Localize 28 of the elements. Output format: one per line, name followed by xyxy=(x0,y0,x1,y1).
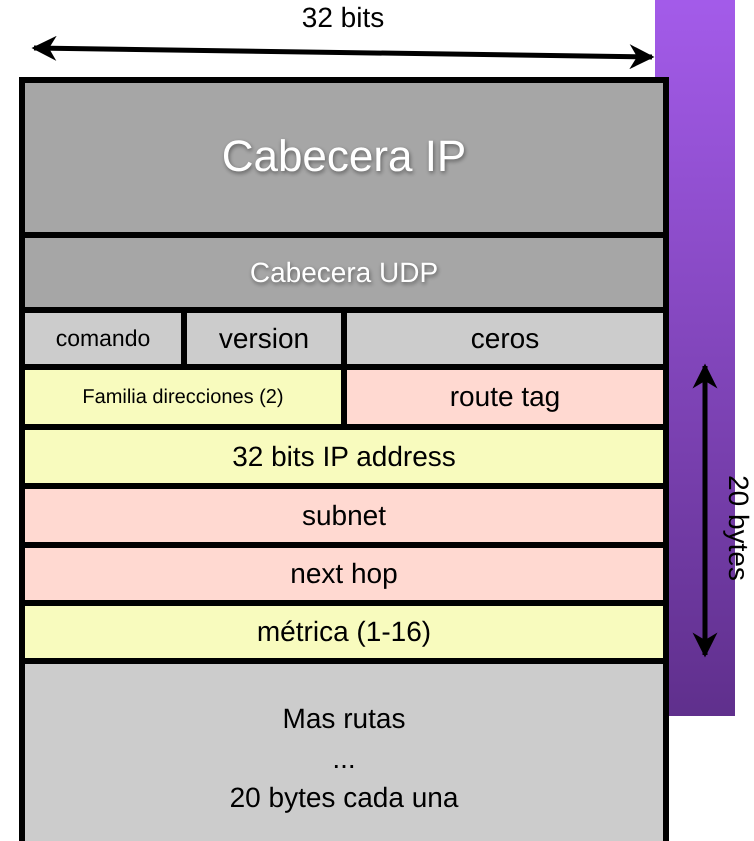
field-label: 32 bits IP address xyxy=(232,440,456,474)
field-label: Cabecera IP xyxy=(222,131,466,184)
dimension-label: 32 bits xyxy=(302,2,384,34)
field-label: métrica (1-16) xyxy=(256,615,432,649)
packet-field xyxy=(347,313,663,364)
packet-field xyxy=(25,548,663,600)
packet-field xyxy=(25,430,663,483)
field-label: Familia direcciones (2) xyxy=(82,385,284,409)
packet-field xyxy=(25,606,663,658)
field-label: 20 bytes cada una xyxy=(230,781,458,815)
packet-field xyxy=(347,370,663,424)
header-field xyxy=(25,83,663,232)
field-label: ... xyxy=(332,742,356,776)
field-label: Mas rutas xyxy=(282,702,406,736)
packet-field xyxy=(25,313,181,364)
field-label: route tag xyxy=(450,380,560,414)
packet-field xyxy=(187,313,341,364)
packet-field xyxy=(25,489,663,542)
field-label: next hop xyxy=(290,557,398,591)
packet-field xyxy=(25,370,341,424)
packet-field xyxy=(25,664,663,841)
field-label: comando xyxy=(56,324,150,352)
header-field xyxy=(25,238,663,307)
field-label: subnet xyxy=(302,498,386,532)
field-label: version xyxy=(218,322,310,356)
dimension-label: 20 bytes xyxy=(722,475,754,581)
field-label: ceros xyxy=(470,322,540,356)
field-label: Cabecera UDP xyxy=(250,256,438,290)
